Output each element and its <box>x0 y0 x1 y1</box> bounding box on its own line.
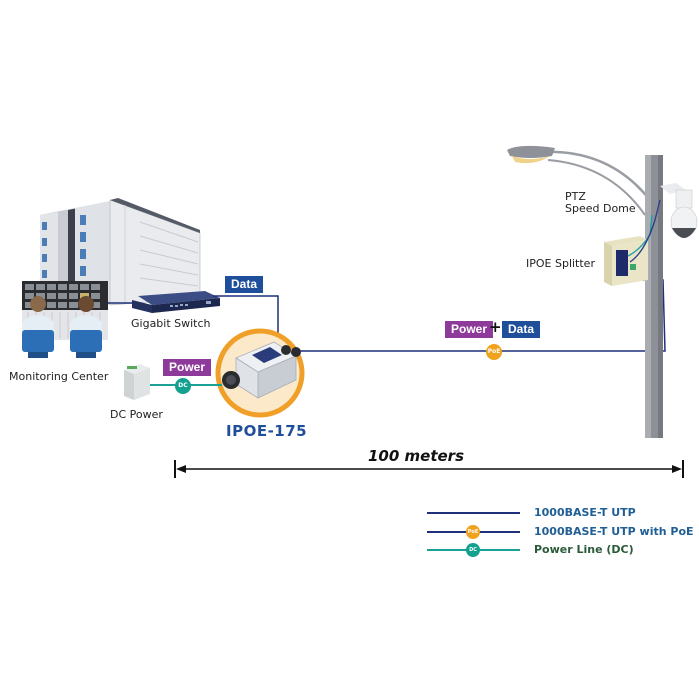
cable-switch-to-injector <box>213 295 279 346</box>
ipoe-175-device <box>215 328 305 418</box>
legend-dc-badge-icon: DC <box>466 543 480 557</box>
pole-illustration <box>645 155 663 438</box>
ipoe-splitter-illustration <box>604 199 661 286</box>
legend-poe-badge-icon: PoE <box>466 525 480 539</box>
link-plus-sign: + <box>489 318 502 336</box>
data-tag: Data <box>225 276 264 293</box>
legend-label-utp-poe: 1000BASE-T UTP with PoE <box>534 525 694 538</box>
dc-badge-icon: DC <box>175 378 191 394</box>
ptz-camera-label-line1: PTZ <box>565 190 586 203</box>
gigabit-switch-label: Gigabit Switch <box>131 317 211 330</box>
power-tag: Power <box>163 359 212 376</box>
legend-label-utp: 1000BASE-T UTP <box>534 506 636 519</box>
ptz-camera-label: PTZ Speed Dome <box>565 191 636 215</box>
legend-label-dc: Power Line (DC) <box>534 543 634 556</box>
operators-illustration <box>22 296 102 358</box>
monitoring-center-label: Monitoring Center <box>9 370 109 383</box>
dc-power-supply-illustration <box>124 364 150 400</box>
ipoe-splitter-label: IPOE Splitter <box>526 257 595 270</box>
distance-arrow <box>174 460 684 478</box>
link-power-tag: Power <box>445 321 494 338</box>
street-light-illustration <box>507 145 651 216</box>
link-data-tag: Data <box>502 321 541 338</box>
gigabit-switch-illustration <box>132 291 220 313</box>
device-model-label: IPOE-175 <box>226 422 308 440</box>
poe-badge-icon: PoE <box>486 344 502 360</box>
distance-label: 100 meters <box>368 447 465 465</box>
ptz-speed-dome-illustration <box>660 183 698 238</box>
dc-power-label: DC Power <box>110 408 163 421</box>
ptz-camera-label-line2: Speed Dome <box>565 202 636 215</box>
building-illustration <box>40 198 201 306</box>
